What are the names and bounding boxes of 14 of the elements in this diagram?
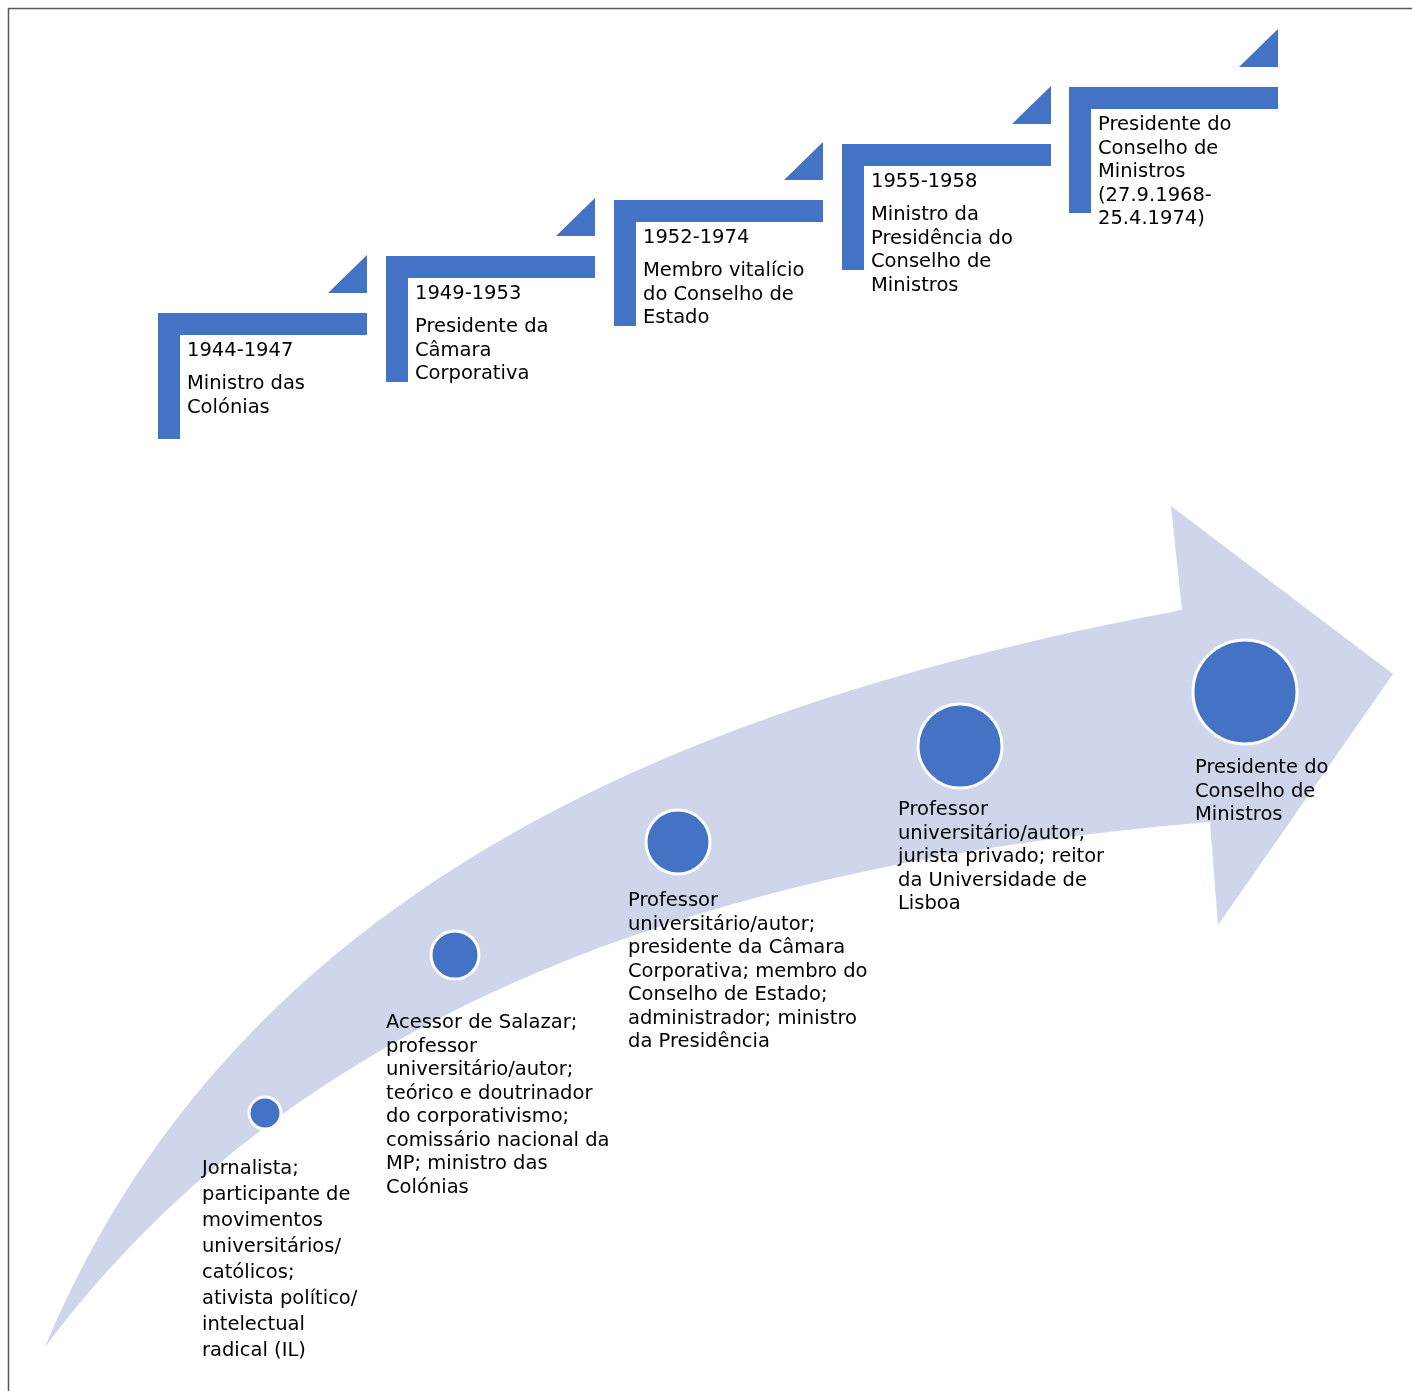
role-text: Membro vitalício do Conselho de Estado	[643, 258, 806, 329]
role-description: Jornalista; participante de movimentos universitários/ católicos; ativista político/ intelectual radical (IL)	[202, 1155, 359, 1363]
role-description: Professor universitário/autor; jurista privado; reitor da Universidade de Lisboa	[898, 797, 1106, 915]
role-description: Presidente do Conselho de Ministros	[1195, 755, 1330, 826]
date-range: 1949-1953	[415, 281, 523, 305]
date-range: 1944-1947	[187, 338, 295, 362]
date-range: 1952-1974	[643, 225, 751, 249]
role-description: Professor universitário/autor; presidente da Câmara Corporativa; membro do Conselho de Estado; administrador; ministro da Presidência	[628, 888, 868, 1053]
role-text: Presidente do Conselho de Ministros (27.9.1968- 25.4.1974)	[1098, 112, 1233, 230]
role-text: Presidente da Câmara Corporativa	[415, 314, 550, 385]
role-text: Ministro das Colónias	[187, 371, 307, 418]
role-description: Acessor de Salazar; professor universitário/autor; teórico e doutrinador do corporativismo; comissário nacional da MP; ministro das Colónias	[386, 1010, 611, 1198]
date-range: 1955-1958	[871, 169, 979, 193]
role-text: Ministro da Presidência do Conselho de Ministros	[871, 202, 1014, 296]
